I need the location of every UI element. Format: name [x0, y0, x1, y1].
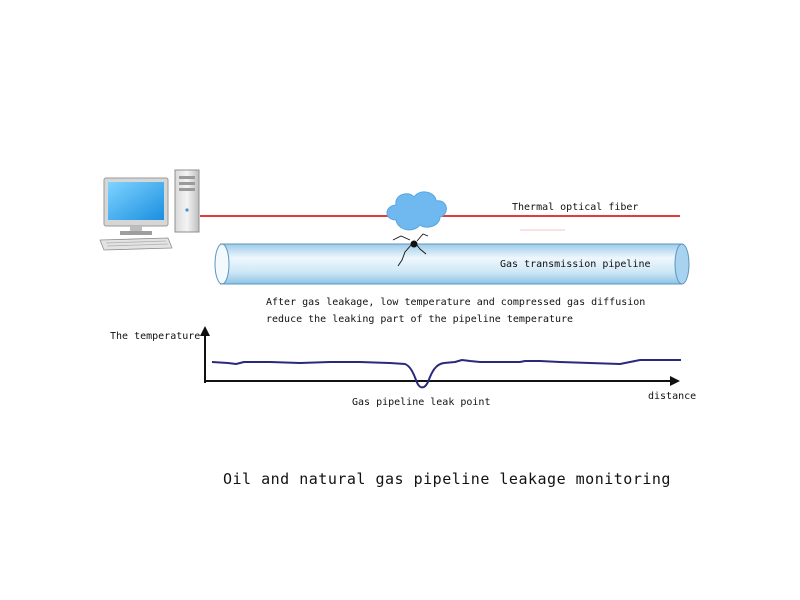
- gas-cloud-icon: [386, 191, 447, 231]
- x-axis-arrowhead: [670, 376, 680, 386]
- leak-point-label: Gas pipeline leak point: [352, 397, 491, 408]
- description-line-1: After gas leakage, low temperature and c…: [266, 297, 646, 308]
- desktop-computer-icon: [99, 169, 200, 251]
- fiber-label: Thermal optical fiber: [512, 202, 639, 213]
- diagram-title: Oil and natural gas pipeline leakage mon…: [223, 470, 671, 488]
- x-axis-label: distance: [648, 391, 697, 402]
- leak-crack-icon: [392, 233, 429, 267]
- temperature-curve: [211, 359, 681, 389]
- pipeline-label: Gas transmission pipeline: [500, 259, 651, 270]
- gas-pipeline: [214, 243, 690, 285]
- y-axis-label: The temperature: [110, 331, 201, 342]
- description-line-2: reduce the leaking part of the pipeline …: [266, 314, 574, 325]
- y-axis-arrowhead: [200, 326, 210, 336]
